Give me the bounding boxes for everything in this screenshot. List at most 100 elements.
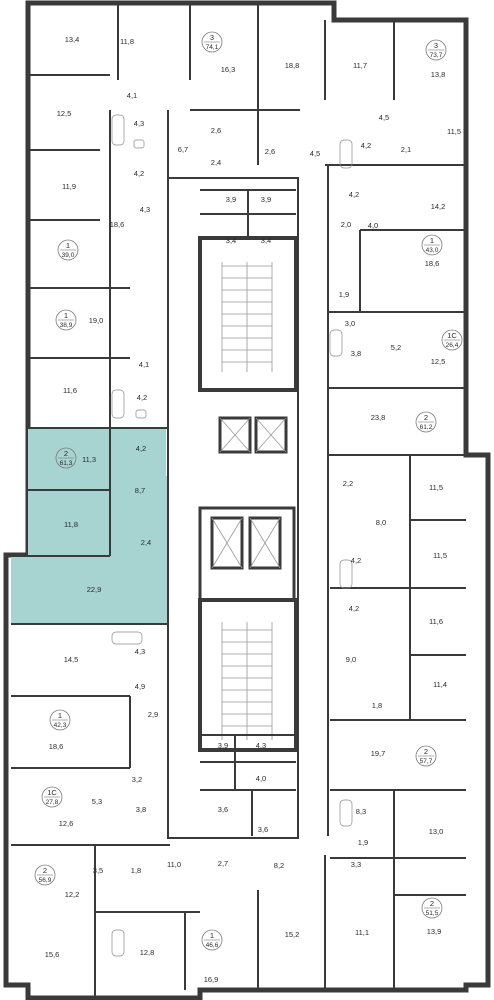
room-area-label: 8,3 (356, 807, 366, 816)
room-area-label: 4,3 (256, 741, 266, 750)
apartment-rooms: 2 (424, 747, 428, 756)
apartment-total-area: 43,0 (426, 247, 439, 254)
building-core (167, 177, 299, 839)
stairs-bottom (221, 622, 273, 740)
room-area-label: 4,3 (135, 647, 145, 656)
apartment-label-apt-bottom-2[interactable]: 251,5 (421, 897, 443, 919)
apartment-marker (201, 31, 223, 53)
apartment-rooms: 1 (430, 236, 434, 245)
apartment-rooms: 3 (210, 33, 214, 42)
room-area-label: 12,8 (140, 948, 155, 957)
apartment-label-apt-top-1[interactable]: 374,1 (201, 31, 223, 53)
room-area-label: 4,0 (256, 774, 266, 783)
exterior-walls (3, 0, 491, 1000)
apartment-marker (415, 745, 437, 767)
room-area-label: 4,2 (134, 169, 144, 178)
room-area-label: 8,7 (135, 486, 145, 495)
room-area-label: 11,5 (433, 551, 447, 560)
apartment-label-apt-left-1[interactable]: 139,0 (57, 239, 79, 261)
room-area-label: 18,6 (110, 220, 125, 229)
selected-apartment[interactable] (11, 428, 168, 624)
room-area-label: 3,4 (261, 236, 271, 245)
apartment-label-apt-left-3[interactable]: 261,3 (55, 447, 77, 469)
apartment-total-area: 73,7 (430, 52, 443, 59)
room-area-label: 4,2 (351, 556, 361, 565)
room-area-label: 22,9 (87, 585, 102, 594)
room-area-label: 2,6 (265, 147, 275, 156)
apartment-label-apt-right-4[interactable]: 257,7 (415, 745, 437, 767)
room-area-label: 18,8 (285, 61, 300, 70)
room-area-label: 1,8 (372, 701, 382, 710)
room-area-label: 4,2 (349, 190, 359, 199)
room-area-label: 3,0 (345, 319, 355, 328)
room-area-label: 4,9 (135, 682, 145, 691)
apartment-label-apt-left-2[interactable]: 138,9 (55, 309, 77, 331)
apartment-label-apt-top-2[interactable]: 373,7 (425, 39, 447, 61)
room-area-label: 3,8 (136, 805, 146, 814)
apartment-total-area: 26,4 (446, 342, 459, 349)
room-area-label: 16,9 (204, 975, 219, 984)
apartment-marker (55, 447, 77, 469)
apartment-marker (49, 709, 71, 731)
room-area-label: 11,5 (447, 127, 461, 136)
apartment-total-area: 74,1 (206, 44, 219, 51)
room-area-label: 5,2 (391, 343, 401, 352)
apartment-marker (41, 786, 63, 808)
room-area-label: 3,9 (218, 741, 228, 750)
room-area-label: 16,3 (221, 65, 236, 74)
apartment-label-apt-bottom-1[interactable]: 146,6 (201, 929, 223, 951)
apartment-label-apt-right-1[interactable]: 143,0 (421, 234, 443, 256)
room-area-label: 12,2 (65, 890, 80, 899)
apartment-total-area: 51,5 (426, 910, 439, 917)
room-area-label: 2,2 (343, 479, 353, 488)
room-area-label: 4,5 (310, 149, 320, 158)
room-area-label: 4,5 (379, 113, 389, 122)
apartment-total-area: 56,9 (39, 877, 52, 884)
apartment-label-apt-left-5[interactable]: 1С 27,8 (41, 786, 63, 808)
apartment-rooms: 1 (64, 311, 68, 320)
room-area-label: 8,2 (274, 861, 284, 870)
room-area-label: 11,3 (82, 455, 96, 464)
apartment-label-apt-left-4[interactable]: 142,3 (49, 709, 71, 731)
apartment-label-apt-left-6[interactable]: 256,9 (34, 864, 56, 886)
apartment-marker (421, 234, 443, 256)
room-area-label: 3,9 (226, 195, 236, 204)
apartment-total-area: 42,3 (54, 722, 67, 729)
apartment-rooms: 2 (430, 899, 434, 908)
room-area-label: 18,6 (49, 742, 64, 751)
apartment-rooms: 1С (47, 788, 57, 797)
room-area-label: 19,7 (371, 749, 386, 758)
stairs-top (221, 262, 273, 372)
apartment-total-area: 57,7 (420, 758, 433, 765)
apartment-total-area: 39,0 (62, 252, 75, 259)
room-area-label: 4,1 (139, 360, 149, 369)
room-area-label: 4,0 (368, 221, 378, 230)
apartment-marker (57, 239, 79, 261)
apartment-total-area: 46,6 (206, 942, 219, 949)
apartment-rooms: 3 (434, 41, 438, 50)
room-area-label: 4,3 (134, 119, 144, 128)
room-area-label: 2,7 (218, 859, 228, 868)
apartment-marker (421, 897, 443, 919)
room-area-label: 1,9 (339, 290, 349, 299)
room-area-label: 4,2 (361, 141, 371, 150)
room-area-label: 12,6 (59, 819, 74, 828)
bathroom-fixtures (111, 114, 353, 957)
room-area-label: 15,6 (45, 950, 60, 959)
room-area-label: 2,1 (401, 145, 411, 154)
room-area-label: 4,3 (140, 205, 150, 214)
room-area-label: 3,6 (258, 825, 268, 834)
room-area-label: 11,8 (64, 520, 78, 529)
apartment-label-apt-right-3[interactable]: 261,2 (415, 411, 437, 433)
room-area-label: 13,9 (427, 927, 442, 936)
apartment-total-area: 27,8 (46, 799, 59, 806)
room-area-label: 14,2 (431, 202, 446, 211)
room-area-label: 2,9 (148, 710, 158, 719)
room-area-label: 11,7 (353, 61, 367, 70)
room-area-label: 19,0 (89, 316, 104, 325)
apartment-marker (55, 309, 77, 331)
